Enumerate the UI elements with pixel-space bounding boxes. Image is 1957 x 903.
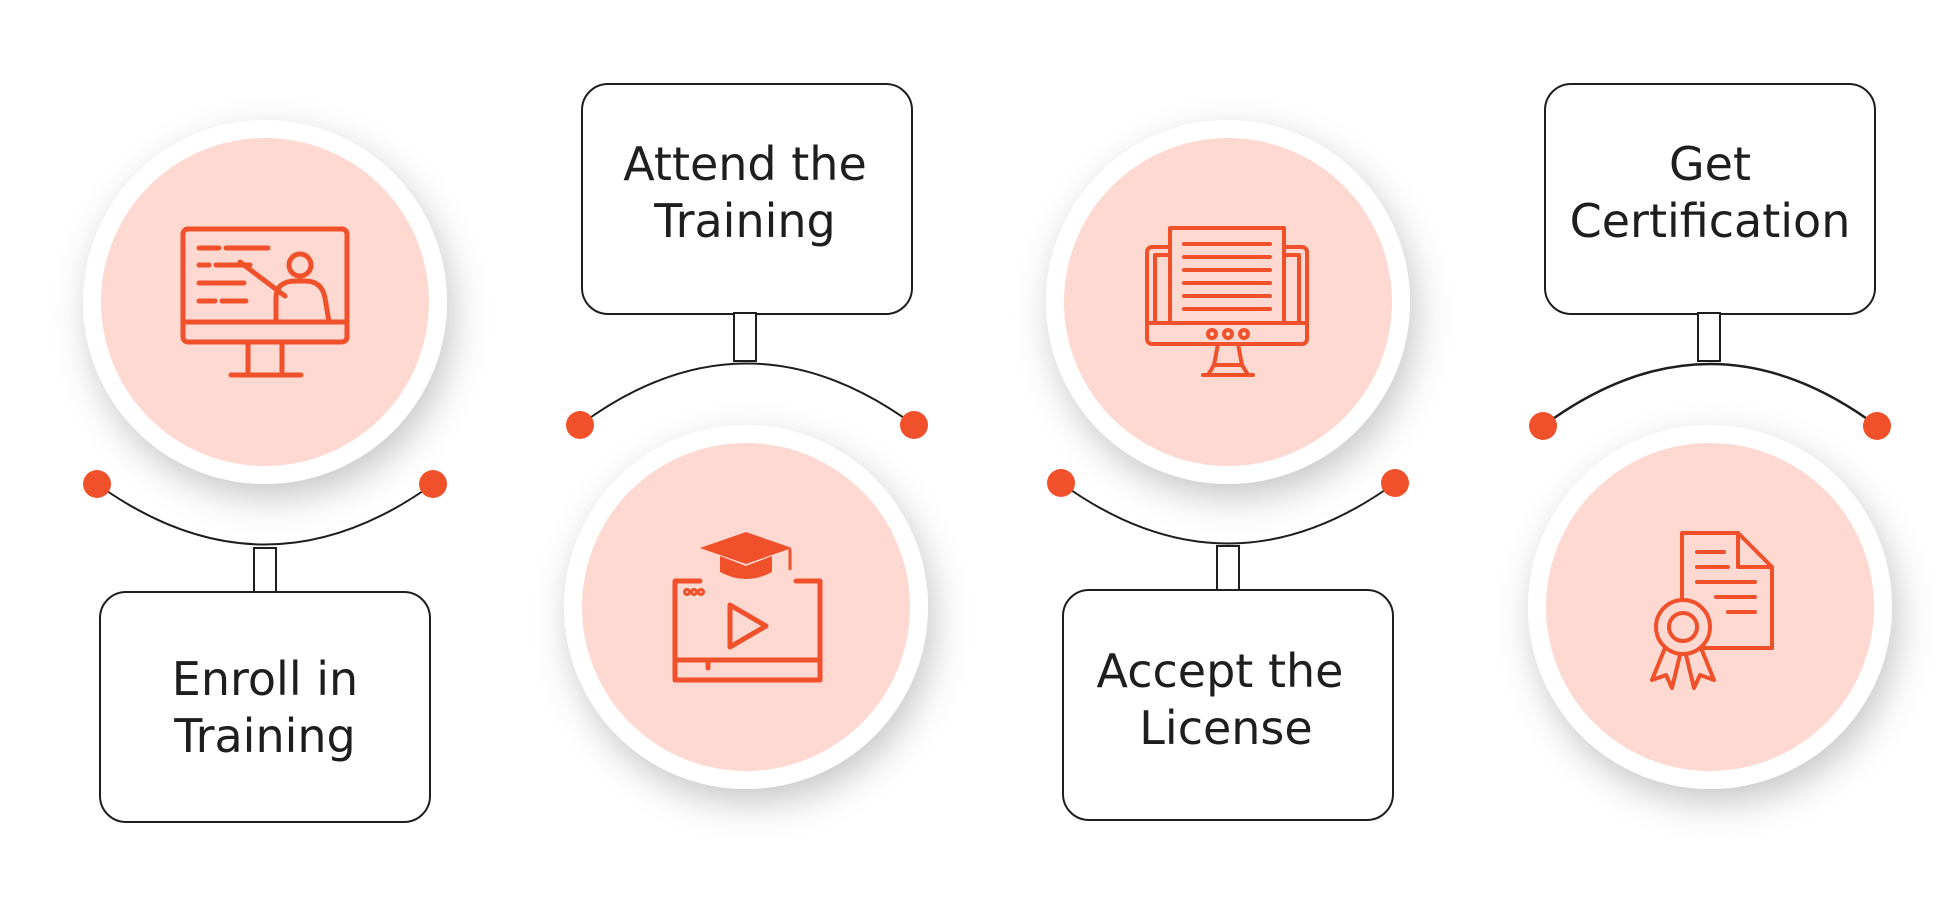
step-label-box: Accept the License	[1062, 589, 1394, 821]
connector	[83, 470, 447, 594]
step-circle	[1528, 425, 1892, 789]
step-enroll: Enroll in Training	[83, 120, 447, 823]
connector-dot-right	[900, 411, 928, 439]
step-label-line2: Training	[653, 194, 836, 248]
step-label-box: Get Certification	[1544, 83, 1876, 315]
step-label-line1: Get	[1669, 137, 1751, 191]
step-label-line2: Certification	[1570, 194, 1851, 248]
step-label-line1: Enroll in	[172, 652, 358, 706]
step-label-box: Attend the Training	[581, 83, 913, 315]
step-circle	[564, 425, 928, 789]
connector-dot-left	[1047, 469, 1075, 497]
connector-dot-right	[1863, 412, 1891, 440]
graduation-cap-video-icon	[672, 532, 823, 683]
certificate-icon	[1650, 531, 1774, 690]
connector-dot-left	[566, 411, 594, 439]
step-certification: Get Certification	[1528, 83, 1892, 789]
online-training-monitor-icon	[180, 226, 350, 378]
connector-dot-left	[83, 470, 111, 498]
connector	[1047, 469, 1409, 592]
connector-dot-right	[1381, 469, 1409, 497]
step-accept: Accept the License	[1046, 120, 1410, 821]
step-circle	[83, 120, 447, 484]
step-label-box: Enroll in Training	[99, 591, 431, 823]
step-label-line2: Training	[173, 709, 356, 763]
document-monitor-icon	[1145, 226, 1309, 377]
step-label-line2: License	[1139, 701, 1312, 755]
step-label-line1: Accept the	[1097, 644, 1344, 698]
connector	[1529, 312, 1891, 440]
step-label-line1: Attend the	[623, 137, 867, 191]
step-attend: Attend the Training	[564, 83, 928, 789]
connector	[566, 312, 928, 439]
connector-dot-left	[1529, 412, 1557, 440]
connector-dot-right	[419, 470, 447, 498]
